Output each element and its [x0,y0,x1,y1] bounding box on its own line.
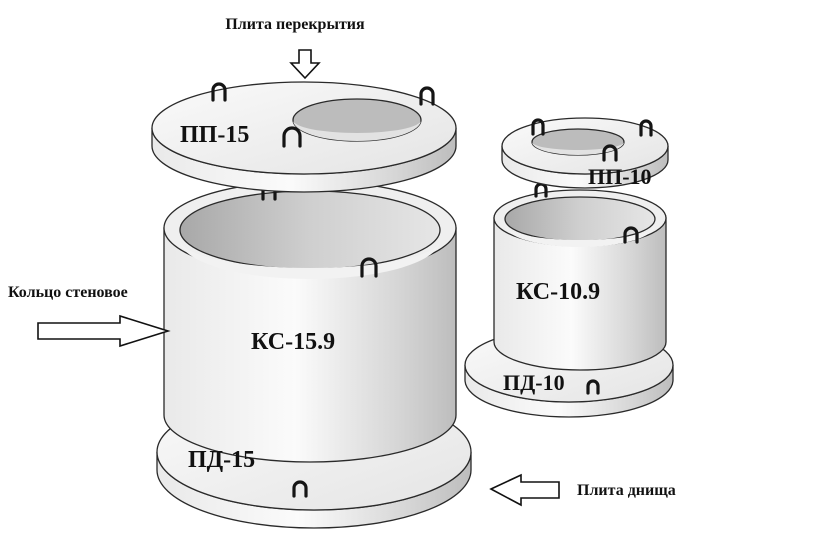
lifting-loop-icon [639,119,653,137]
ring-caption: Кольцо стеновое [8,284,128,301]
part-label-pp10: ПП-10 [588,164,652,189]
lifting-loop-icon [211,82,227,102]
part-label-ks109: КС-10.9 [516,279,600,305]
bottom-slab-caption: Плита днища [577,482,676,499]
arrow-down-icon [289,49,321,80]
lifting-loop-icon [586,379,600,395]
part-label-ks159: КС-15.9 [251,329,335,355]
lifting-loop-icon [419,86,435,106]
lifting-loop-icon [292,480,308,498]
wall-ring-ks109 [493,182,667,371]
top-slab-pp15 [151,81,457,193]
wall-ring-ks159 [163,180,457,463]
lifting-loop-icon [360,257,378,278]
part-label-pd10: ПД-10 [503,370,565,395]
arrow-right-icon [37,314,171,348]
lifting-loop-icon [602,144,618,162]
top-slab-caption: Плита перекрытия [225,16,365,33]
lifting-loop-icon [531,118,545,136]
lifting-loop-icon [282,126,302,148]
arrow-left-icon [489,473,560,507]
top-slab-pp10 [501,117,669,189]
part-label-pd15: ПД-15 [188,447,255,473]
lifting-loop-icon [623,226,639,244]
part-label-pp15: ПП-15 [180,122,249,148]
